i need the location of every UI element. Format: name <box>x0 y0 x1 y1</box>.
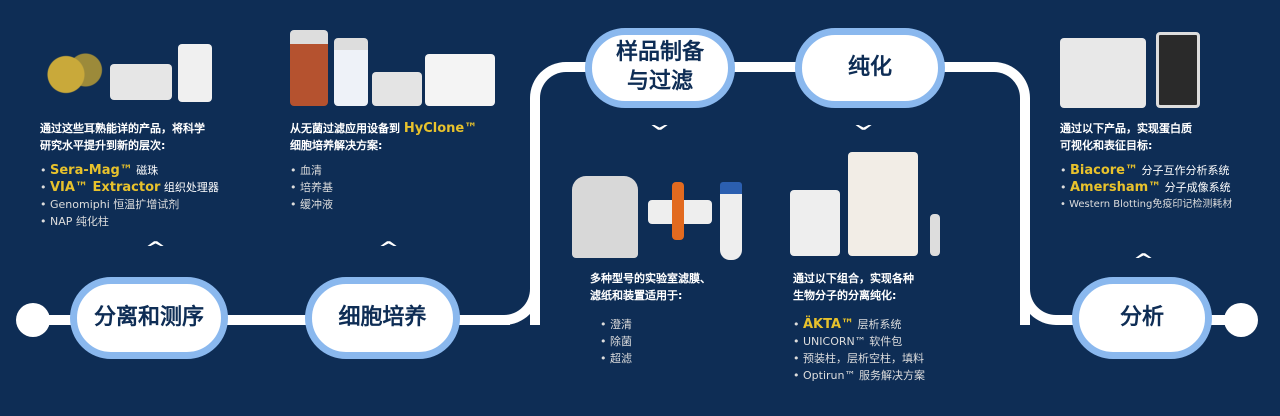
akta-system-image <box>790 190 840 256</box>
stage-label: 分离和测序 <box>93 304 204 330</box>
item-text: 层析系统 <box>854 318 902 331</box>
path-end-dot <box>1224 303 1258 337</box>
stage-label: 分析 <box>1119 304 1164 330</box>
panel-heading: 通过这些耳熟能详的产品，将科学 <box>40 122 205 135</box>
brand-name: VIA™ Extractor <box>50 180 161 195</box>
centrifuge-tube-image <box>720 182 742 260</box>
brand-name: ÄKTA™ <box>803 317 855 332</box>
item-text: 分子互作分析系统 <box>1138 164 1230 177</box>
media-bottle-image <box>290 30 328 106</box>
stage-label-line2: 与过滤 <box>626 69 693 94</box>
stage-sequencing[interactable]: 分离和测序 <box>70 277 228 359</box>
well-plate-image <box>110 64 172 100</box>
panel-filtration: 多种型号的实验室滤膜、滤纸和装置适用于: 澄清 除菌 超滤 <box>590 270 770 367</box>
chevron-up-icon: ^ <box>144 238 167 259</box>
chevron-up-icon: ^ <box>1132 250 1155 271</box>
panel-heading: 生物分子的分离纯化: <box>793 289 897 302</box>
panel-heading: 通过以下组合，实现各种 <box>793 272 914 285</box>
path-corner-left <box>470 289 540 325</box>
item-text: Genomiphi 恒温扩增试剂 <box>50 198 180 211</box>
chevron-down-icon: ^ <box>852 112 875 133</box>
item-text: UNICORN™ 软件包 <box>803 335 903 348</box>
list-item: 培养基 <box>290 179 510 196</box>
stage-label: 细胞培养 <box>338 304 427 330</box>
list-item: VIA™ Extractor 组织处理器 <box>40 179 240 196</box>
list-item: NAP 纯化柱 <box>40 213 240 230</box>
tissue-extractor-image <box>178 44 212 102</box>
stage-label-line1: 样品制备 <box>615 40 704 66</box>
item-text: 分子成像系统 <box>1161 181 1231 194</box>
brand-name: Biacore™ <box>1070 163 1139 178</box>
list-item: Western Blotting免疫印记检测耗材 <box>1060 196 1275 213</box>
column-image <box>930 214 940 256</box>
list-item: 血清 <box>290 162 510 179</box>
list-item: ÄKTA™ 层析系统 <box>793 316 993 333</box>
filtration-device-image <box>572 176 638 258</box>
list-item: Biacore™ 分子互作分析系统 <box>1060 162 1275 179</box>
item-text: Optirun™ 服务解决方案 <box>803 369 925 382</box>
list-item: 除菌 <box>600 333 770 350</box>
item-text: 组织处理器 <box>160 181 219 194</box>
list-item: 澄清 <box>600 316 770 333</box>
panel-heading: 多种型号的实验室滤膜、 <box>590 272 711 285</box>
item-text: 预装柱，层析空柱，填料 <box>803 352 924 365</box>
panel-heading: 研究水平提升到新的层次: <box>40 139 166 152</box>
panel-heading: 滤纸和装置适用于: <box>590 289 683 302</box>
incubator-image <box>425 54 495 106</box>
list-item: Amersham™ 分子成像系统 <box>1060 179 1275 196</box>
stage-cell-culture[interactable]: 细胞培养 <box>305 277 460 359</box>
stage-sample-prep[interactable]: 样品制备与过滤 <box>585 28 735 108</box>
path-corner-right <box>1020 289 1090 325</box>
imager-instrument-image <box>1156 32 1200 108</box>
brand-name: Sera-Mag™ <box>50 163 133 178</box>
biacore-instrument-image <box>1060 38 1146 108</box>
item-text: 磁珠 <box>132 164 159 177</box>
stage-label: 纯化 <box>847 54 892 80</box>
list-item: Genomiphi 恒温扩增试剂 <box>40 196 240 213</box>
list-item: Optirun™ 服务解决方案 <box>793 367 993 384</box>
serum-bottle-image <box>334 38 368 106</box>
brand-name: Amersham™ <box>1070 180 1162 195</box>
brand-name: HyClone™ <box>403 121 478 136</box>
list-item: 超滤 <box>600 350 770 367</box>
list-item: 预装柱，层析空柱，填料 <box>793 350 993 367</box>
stage-purification[interactable]: 纯化 <box>795 28 945 108</box>
magnetic-beads-image <box>40 52 105 97</box>
panel-cell-culture: 从无菌过滤应用设备到 HyClone™ 细胞培养解决方案: 血清 培养基 缓冲液 <box>290 120 510 213</box>
chevron-up-icon: ^ <box>377 238 400 259</box>
panel-heading: 细胞培养解决方案: <box>290 139 383 152</box>
syringe-filter-orange-image <box>672 182 684 240</box>
list-item: UNICORN™ 软件包 <box>793 333 993 350</box>
path-line-middle <box>530 62 1030 325</box>
chromatography-system-image <box>848 152 918 256</box>
panel-heading: 可视化和表征目标: <box>1060 139 1153 152</box>
list-item: Sera-Mag™ 磁珠 <box>40 162 240 179</box>
panel-heading: 从无菌过滤应用设备到 <box>290 122 404 135</box>
item-text: Western Blotting免疫印记检测耗材 <box>1069 199 1233 210</box>
item-text: NAP 纯化柱 <box>50 215 109 228</box>
path-line-left <box>40 315 510 325</box>
bioreactor-image <box>372 72 422 106</box>
stage-analysis[interactable]: 分析 <box>1072 277 1212 359</box>
chevron-down-icon: ^ <box>648 112 671 133</box>
panel-heading: 通过以下产品，实现蛋白质 <box>1060 122 1192 135</box>
path-start-dot <box>16 303 50 337</box>
list-item: 缓冲液 <box>290 196 510 213</box>
